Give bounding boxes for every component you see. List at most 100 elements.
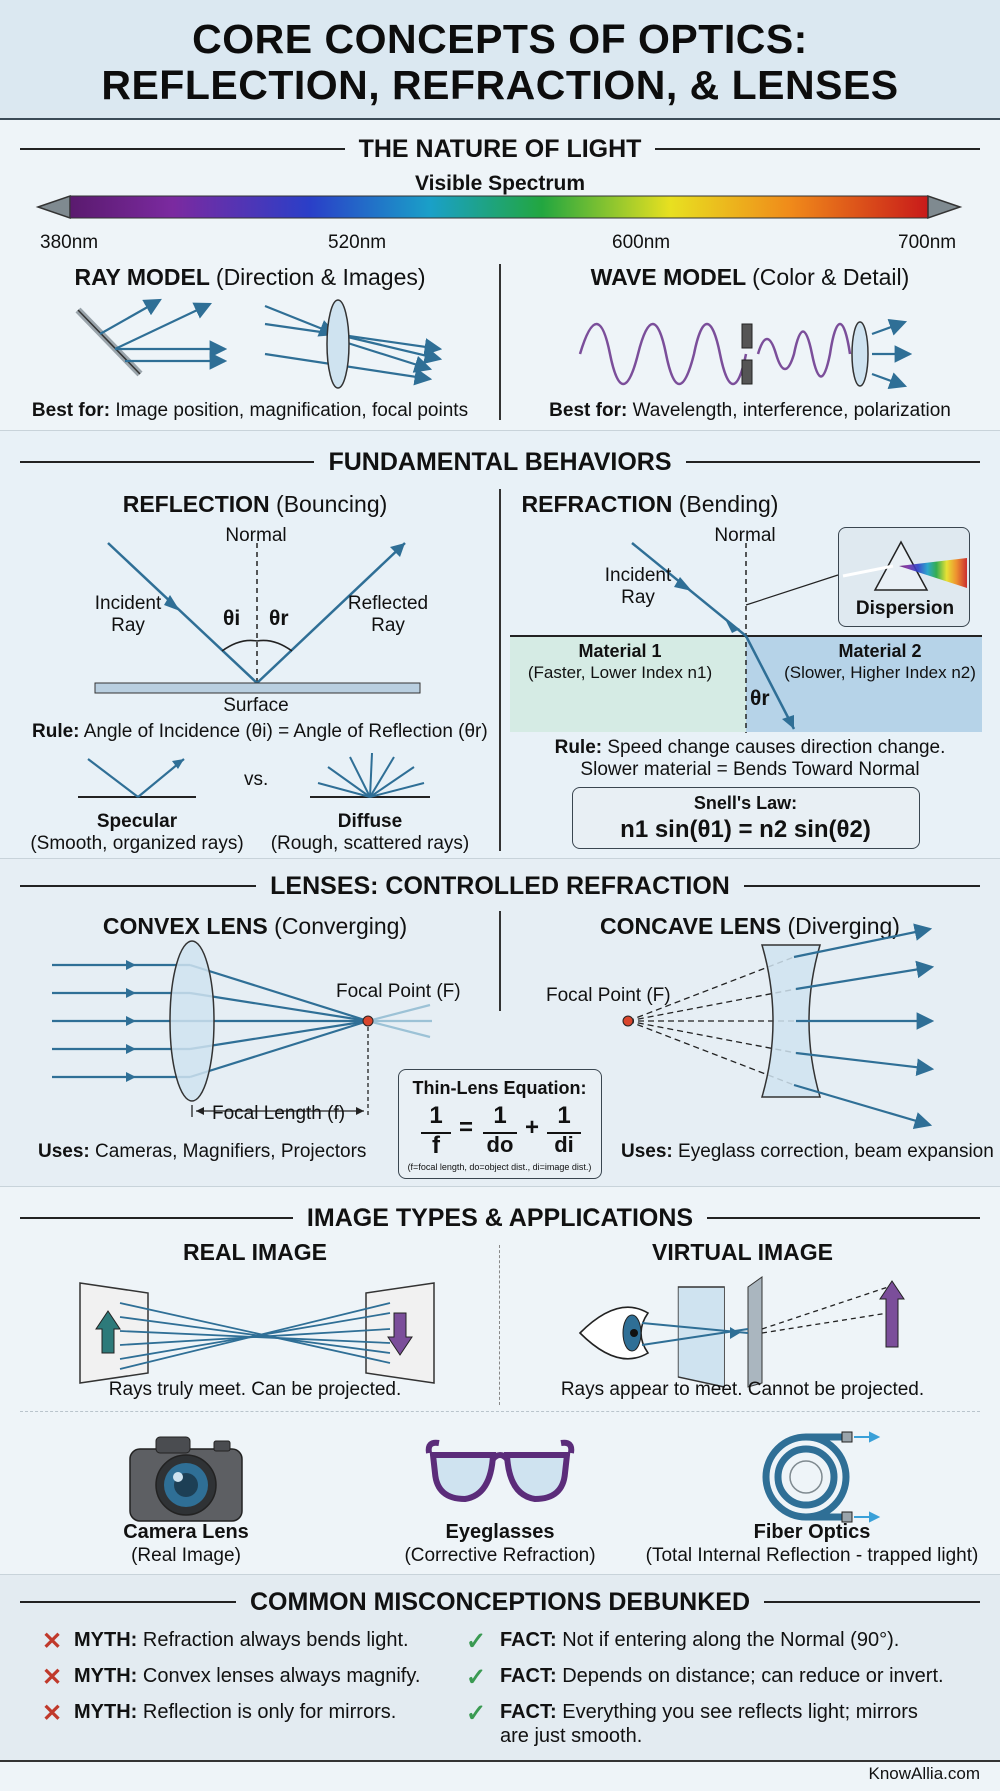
tick-700: 700nm — [898, 232, 957, 253]
footer-rule — [0, 1760, 1000, 1762]
snells-law-box: Snell's Law: n1 sin(θ1) = n2 sin(θ2) — [572, 787, 920, 849]
fraction-bar — [483, 1132, 517, 1134]
fact-check-icon: ✓ — [466, 1700, 487, 1727]
fiber-optics-icon — [762, 1431, 881, 1523]
myth-x-icon: ✕ — [42, 1700, 63, 1727]
theta-i-label: θi — [223, 607, 241, 630]
thin-lens-equation-box: Thin-Lens Equation: 1 f = 1 do + 1 di (f… — [398, 1069, 602, 1179]
dispersion-label: Dispersion — [855, 598, 955, 619]
incident-label-2: Ray — [111, 615, 145, 636]
material-2-region — [746, 636, 982, 732]
divider — [499, 911, 501, 1011]
real-image-title: REAL IMAGE — [183, 1239, 327, 1265]
lenses-section: LENSES: CONTROLLED REFRACTION CONVEX LEN… — [0, 858, 1000, 1186]
material-1-label: Material 1 — [578, 641, 662, 661]
app-name-camera: Camera Lens — [123, 1521, 249, 1543]
convex-lens-diagram — [52, 940, 432, 1117]
myth-item: MYTH: Reflection is only for mirrors. — [74, 1701, 397, 1723]
prism-icon — [842, 540, 967, 591]
section-heading: COMMON MISCONCEPTIONS DEBUNKED — [20, 1587, 981, 1617]
separator — [20, 1411, 980, 1412]
normal-label: Normal — [714, 525, 776, 546]
title-banner: CORE CONCEPTS OF OPTICS: REFLECTION, REF… — [0, 0, 1000, 120]
eq-numerator-3: 1 — [557, 1102, 571, 1129]
refraction-rule: Rule: Speed change causes direction chan… — [554, 737, 946, 758]
wave-model-diagram — [578, 318, 913, 390]
convex-focal-label: Focal Point (F) — [336, 981, 461, 1002]
reflection-title: REFLECTION (Bouncing) — [122, 491, 388, 517]
footer-credit: KnowAllia.com — [868, 1764, 981, 1783]
incident-label-1: Incident — [94, 593, 162, 614]
fact-check-icon: ✓ — [466, 1628, 487, 1655]
nature-of-light-section: THE NATURE OF LIGHT Visible Spectrum 380… — [0, 122, 1000, 430]
fact-item: FACT: Depends on distance; can reduce or… — [500, 1665, 944, 1687]
specular-diffuse-diagram — [78, 752, 430, 798]
fact-item: FACT: Everything you see reflects light;… — [500, 1701, 918, 1723]
eq-plus: + — [525, 1114, 540, 1141]
fact-check-icon: ✓ — [466, 1664, 487, 1691]
myth-item: MYTH: Refraction always bends light. — [74, 1629, 409, 1651]
dispersion-inset: Dispersion — [838, 527, 970, 627]
eq-denominator-di: di — [554, 1132, 574, 1157]
visible-spectrum-bar — [35, 194, 963, 220]
fraction-bar — [547, 1132, 581, 1134]
material-1-region — [510, 636, 746, 732]
section-heading: IMAGE TYPES & APPLICATIONS — [20, 1203, 980, 1233]
tick-600: 600nm — [612, 232, 671, 253]
reflected-label-2: Ray — [371, 615, 405, 636]
material-1-desc: (Faster, Lower Index n1) — [527, 663, 713, 682]
reflected-label-1: Reflected — [347, 593, 429, 614]
eq-denominator-do: do — [486, 1132, 514, 1157]
wave-model-title: WAVE MODEL (Color & Detail) — [590, 264, 910, 290]
concave-focal-label: Focal Point (F) — [546, 985, 671, 1006]
image-types-section: IMAGE TYPES & APPLICATIONS REAL IMAGE Ra… — [0, 1186, 1000, 1574]
divider — [499, 1245, 500, 1405]
reflection-diagram — [94, 542, 421, 694]
refraction-diagram — [510, 542, 982, 733]
material-2-desc: (Slower, Higher Index n2) — [784, 663, 976, 682]
refraction-title: REFRACTION (Bending) — [521, 491, 779, 517]
theta-r-label: θr — [750, 687, 770, 710]
title-line-1: CORE CONCEPTS OF OPTICS: — [192, 16, 808, 62]
real-image-diagram — [79, 1282, 435, 1384]
fraction-bar — [421, 1132, 451, 1134]
reflection-rule: Rule: Angle of Incidence (θi) = Angle of… — [32, 721, 488, 742]
eq-numerator-2: 1 — [493, 1102, 507, 1129]
snells-law-equation: n1 sin(θ1) = n2 sin(θ2) — [620, 816, 871, 843]
divider — [499, 489, 501, 851]
myth-x-icon: ✕ — [42, 1664, 63, 1691]
ray-model-diagram — [75, 298, 443, 389]
app-desc-camera: (Real Image) — [131, 1545, 241, 1566]
eq-equals: = — [459, 1114, 474, 1141]
real-image-desc: Rays truly meet. Can be projected. — [108, 1379, 402, 1400]
specular-label: Specular — [96, 811, 178, 832]
eq-denominator-f: f — [432, 1132, 440, 1159]
snells-law-title: Snell's Law: — [693, 793, 798, 813]
refraction-rule-2: Slower material = Bends Toward Normal — [580, 759, 920, 780]
ray-model-best-for: Best for: Image position, magnification,… — [31, 400, 469, 421]
fact-item-continued: are just smooth. — [500, 1725, 643, 1747]
incident-label-2: Ray — [621, 587, 655, 608]
ray-model-title: RAY MODEL (Direction & Images) — [74, 264, 426, 290]
app-desc-eyeglasses: (Corrective Refraction) — [404, 1545, 596, 1566]
specular-desc: (Smooth, organized rays) — [30, 833, 244, 854]
convex-title: CONVEX LENS (Converging) — [102, 913, 408, 939]
misconceptions-section: COMMON MISCONCEPTIONS DEBUNKED ✕ MYTH: R… — [0, 1574, 1000, 1760]
diffuse-desc: (Rough, scattered rays) — [270, 833, 470, 854]
incident-label-1: Incident — [604, 565, 672, 586]
app-desc-fiber: (Total Internal Reflection - trapped lig… — [645, 1545, 979, 1566]
app-name-fiber: Fiber Optics — [753, 1521, 871, 1543]
myth-x-icon: ✕ — [42, 1628, 63, 1655]
tick-380: 380nm — [40, 232, 99, 253]
surface-label: Surface — [223, 695, 289, 716]
virtual-image-title: VIRTUAL IMAGE — [651, 1239, 834, 1265]
vs-label: vs. — [244, 769, 269, 790]
convex-uses: Uses: Cameras, Magnifiers, Projectors — [38, 1141, 367, 1162]
concave-lens-diagram — [622, 923, 935, 1130]
equation-legend: (f=focal length, do=object dist., di=ima… — [407, 1162, 592, 1172]
section-heading: THE NATURE OF LIGHT — [20, 134, 981, 164]
theta-r-label: θr — [269, 607, 289, 630]
concave-uses: Uses: Eyeglass correction, beam expansio… — [621, 1141, 994, 1162]
fundamental-behaviors-section: FUNDAMENTAL BEHAVIORS REFLECTION (Bounci… — [0, 430, 1000, 858]
spectrum-label: Visible Spectrum — [414, 172, 585, 195]
